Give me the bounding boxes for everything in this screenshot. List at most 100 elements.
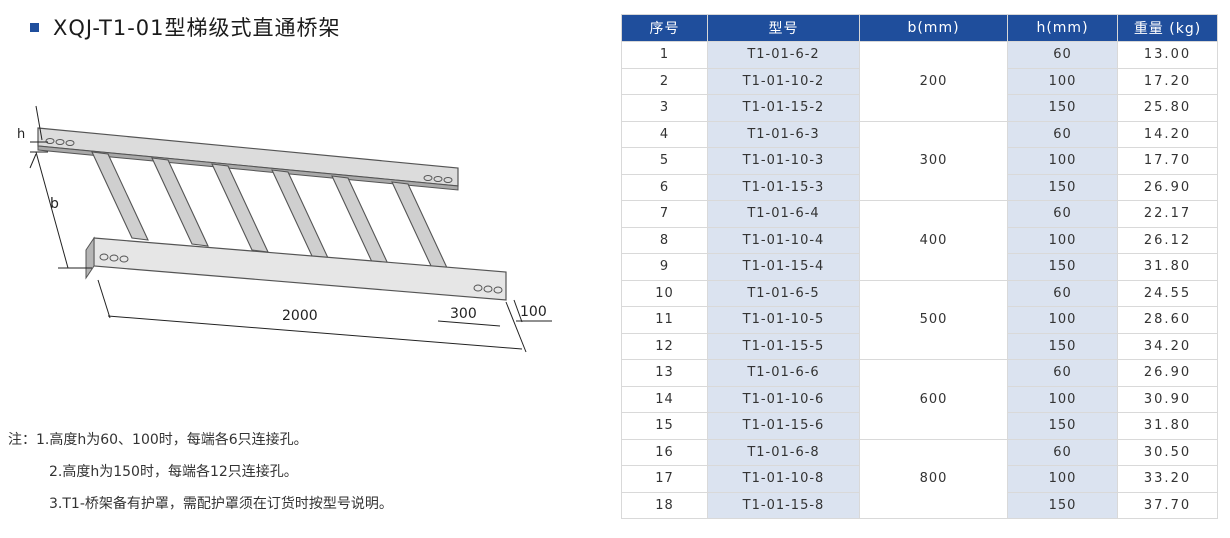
cell-model: T1-01-15-3 <box>707 173 860 201</box>
table-row: 18 T1-01-15-8 150 37.70 <box>621 491 1218 519</box>
cell-weight: 24.55 <box>1117 279 1218 307</box>
cell-h: 60 <box>1007 41 1118 69</box>
notes: 注：1.高度h为60、100时，每端各6只连接孔。 2.高度h为150时，每端各… <box>8 424 393 520</box>
cell-h: 60 <box>1007 359 1118 387</box>
back-rail-flange <box>37 145 459 191</box>
cell-weight: 26.12 <box>1117 226 1218 254</box>
table-row: 14 T1-01-10-6 100 30.90 <box>621 385 1218 413</box>
col-header-h: h(mm) <box>1007 14 1118 42</box>
cell-model: T1-01-10-8 <box>707 465 860 493</box>
h-dim-label: h <box>17 127 25 142</box>
cell-weight: 33.20 <box>1117 465 1218 493</box>
cell-no: 4 <box>621 120 708 148</box>
cell-model: T1-01-15-2 <box>707 94 860 122</box>
cell-weight: 22.17 <box>1117 200 1218 228</box>
table-row: 16 T1-01-6-8 800 60 30.50 <box>621 438 1218 519</box>
cell-b: 300 <box>859 120 1008 201</box>
cell-h: 100 <box>1007 306 1118 334</box>
cell-b: 600 <box>859 359 1008 440</box>
spec-table: 序号 型号 b(mm) h(mm) 重量 (kg) 1 T1-01-6-2 20… <box>621 14 1218 519</box>
cell-no: 8 <box>621 226 708 254</box>
table-row: 10 T1-01-6-5 500 60 24.55 <box>621 279 1218 360</box>
cell-no: 13 <box>621 359 708 387</box>
cell-model: T1-01-6-4 <box>707 200 860 228</box>
cell-weight: 25.80 <box>1117 94 1218 122</box>
cell-no: 15 <box>621 412 708 440</box>
cell-weight: 14.20 <box>1117 120 1218 148</box>
cell-h: 100 <box>1007 385 1118 413</box>
cell-h: 150 <box>1007 173 1118 201</box>
table-row: 15 T1-01-15-6 150 31.80 <box>621 412 1218 440</box>
ladder-rungs <box>91 151 449 271</box>
cell-weight: 26.90 <box>1117 359 1218 387</box>
cell-no: 18 <box>621 491 708 519</box>
cell-model: T1-01-10-2 <box>707 67 860 95</box>
cell-model: T1-01-15-4 <box>707 253 860 281</box>
cell-no: 3 <box>621 94 708 122</box>
cell-h: 150 <box>1007 332 1118 360</box>
table-row: 12 T1-01-15-5 150 34.20 <box>621 332 1218 360</box>
cell-no: 16 <box>621 438 708 466</box>
b-dim-label: b <box>50 196 59 212</box>
cell-no: 1 <box>621 41 708 69</box>
gap-dim-label: 100 <box>520 304 547 320</box>
cell-h: 60 <box>1007 279 1118 307</box>
col-header-b: b(mm) <box>859 14 1008 42</box>
cell-h: 100 <box>1007 226 1118 254</box>
cell-no: 11 <box>621 306 708 334</box>
col-header-weight: 重量 (kg) <box>1117 14 1218 42</box>
cell-weight: 34.20 <box>1117 332 1218 360</box>
cell-model: T1-01-10-3 <box>707 147 860 175</box>
cell-model: T1-01-6-8 <box>707 438 860 466</box>
col-header-no: 序号 <box>621 14 708 42</box>
title-text: XQJ-T1-01型梯级式直通桥架 <box>53 16 341 40</box>
cell-weight: 31.80 <box>1117 253 1218 281</box>
cell-no: 10 <box>621 279 708 307</box>
cell-weight: 28.60 <box>1117 306 1218 334</box>
cell-weight: 13.00 <box>1117 41 1218 69</box>
cell-no: 9 <box>621 253 708 281</box>
cell-h: 60 <box>1007 438 1118 466</box>
cell-b: 400 <box>859 200 1008 281</box>
cell-h: 100 <box>1007 465 1118 493</box>
cell-weight: 30.50 <box>1117 438 1218 466</box>
cell-model: T1-01-6-6 <box>707 359 860 387</box>
cell-weight: 17.20 <box>1117 67 1218 95</box>
page-title: XQJ-T1-01型梯级式直通桥架 <box>30 12 341 42</box>
cell-b: 200 <box>859 41 1008 122</box>
cell-model: T1-01-10-6 <box>707 385 860 413</box>
cell-model: T1-01-6-2 <box>707 41 860 69</box>
cable-tray-drawing: h b 2000 300 100 <box>17 105 552 353</box>
note-line: 注：1.高度h为60、100时，每端各6只连接孔。 <box>8 432 308 448</box>
cell-weight: 30.90 <box>1117 385 1218 413</box>
cell-model: T1-01-10-5 <box>707 306 860 334</box>
cell-model: T1-01-15-6 <box>707 412 860 440</box>
cell-b: 800 <box>859 438 1008 519</box>
table-row: 6 T1-01-15-3 150 26.90 <box>621 173 1218 201</box>
note-line: 3.T1-桥架备有护罩，需配护罩须在订货时按型号说明。 <box>49 496 393 512</box>
cell-model: T1-01-6-5 <box>707 279 860 307</box>
cell-weight: 17.70 <box>1117 147 1218 175</box>
table-header-row: 序号 型号 b(mm) h(mm) 重量 (kg) <box>621 14 1218 42</box>
cell-model: T1-01-10-4 <box>707 226 860 254</box>
cell-h: 150 <box>1007 491 1118 519</box>
note-line: 2.高度h为150时，每端各12只连接孔。 <box>49 464 298 480</box>
cell-h: 100 <box>1007 67 1118 95</box>
cell-model: T1-01-6-3 <box>707 120 860 148</box>
table-row: 3 T1-01-15-2 150 25.80 <box>621 94 1218 122</box>
cell-no: 17 <box>621 465 708 493</box>
length-dim-label: 2000 <box>282 308 318 324</box>
table-row: 4 T1-01-6-3 300 60 14.20 <box>621 120 1218 201</box>
cell-h: 60 <box>1007 120 1118 148</box>
cell-weight: 31.80 <box>1117 412 1218 440</box>
cell-no: 6 <box>621 173 708 201</box>
table-row: 5 T1-01-10-3 100 17.70 <box>621 147 1218 175</box>
cell-b: 500 <box>859 279 1008 360</box>
front-rail <box>93 237 507 301</box>
title-bullet-icon <box>30 22 39 32</box>
table-row: 1 T1-01-6-2 200 60 13.00 <box>621 41 1218 122</box>
cell-model: T1-01-15-8 <box>707 491 860 519</box>
cell-h: 150 <box>1007 412 1118 440</box>
cell-weight: 37.70 <box>1117 491 1218 519</box>
cell-weight: 26.90 <box>1117 173 1218 201</box>
